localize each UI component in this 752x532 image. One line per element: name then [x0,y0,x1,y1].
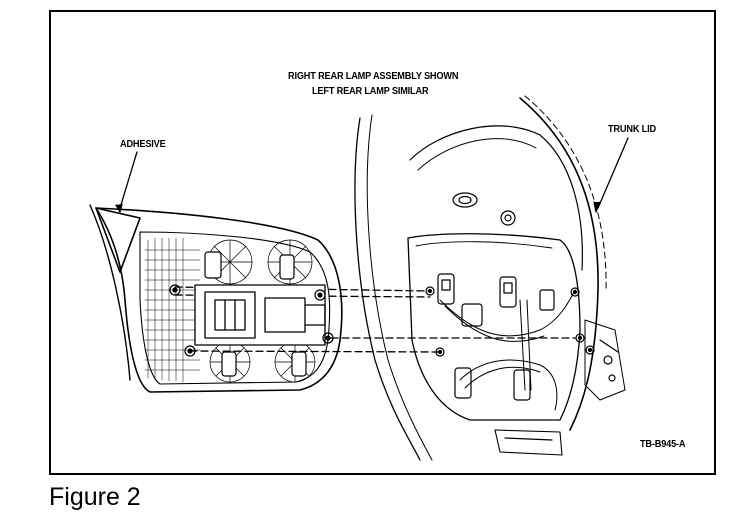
lamp-bulb-holders [204,251,307,377]
figure-code: TB-B945-A [640,439,686,450]
lamp-assembly [89,204,343,393]
adhesive-label: ADHESIVE [120,139,166,150]
diagram-title-line-1: RIGHT REAR LAMP ASSEMBLY SHOWN [288,71,459,82]
figure-caption: Figure 2 [49,483,141,511]
wiring-harness [439,289,576,411]
diagram-title-line-2: LEFT REAR LAMP SIMILAR [312,86,429,97]
vehicle-body-panel [354,95,626,461]
bulb-socket-connectors [437,273,555,401]
mounting-studs [425,286,595,357]
lamp-center-bracket [194,284,326,346]
lamp-studs [169,284,334,357]
figure-frame [49,10,716,475]
trunk-lid-label: TRUNK LID [608,124,656,135]
callout-leaders [115,137,629,213]
lamp-assembly-drawing [89,95,629,461]
lamp-lens-texture [144,237,201,383]
